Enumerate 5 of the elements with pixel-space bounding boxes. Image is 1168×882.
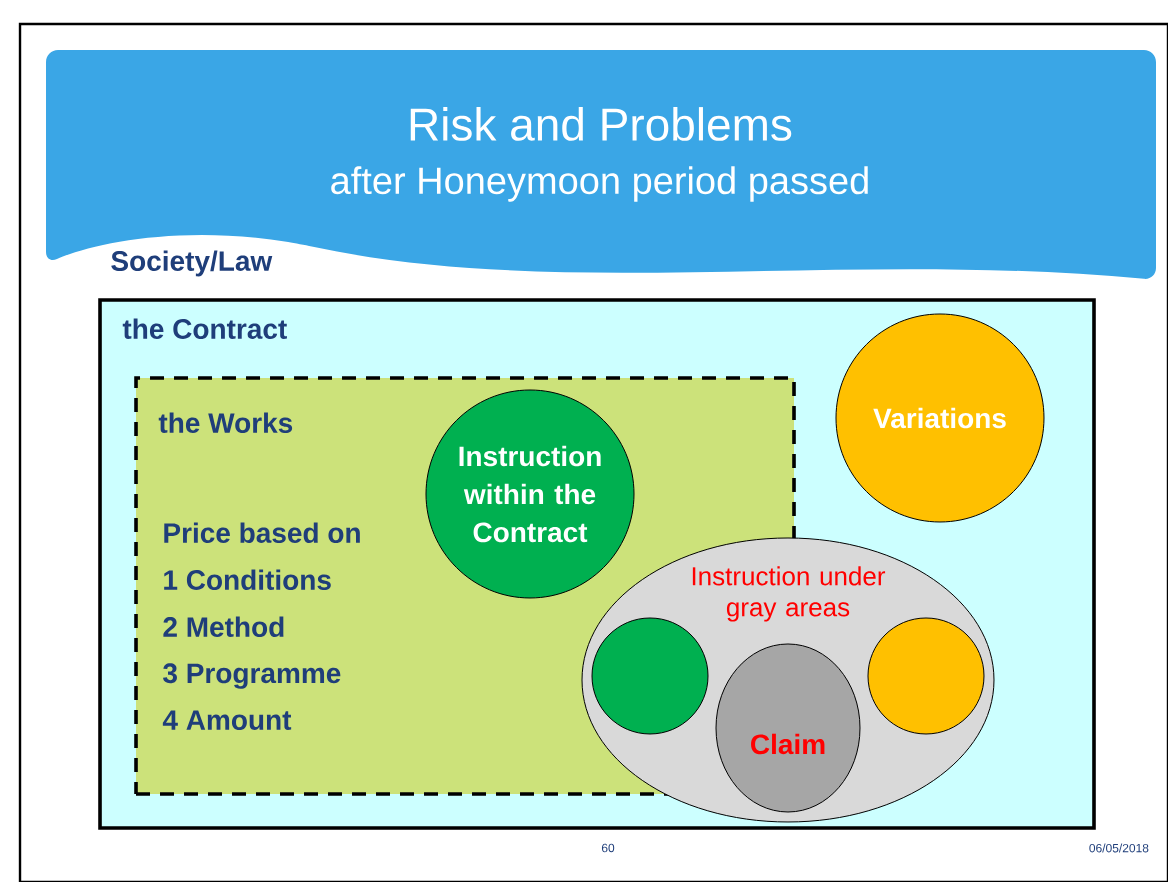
circle	[867, 617, 985, 735]
circle	[591, 617, 709, 735]
subtitle: after Honeymoon period passed	[331, 166, 868, 202]
title: Risk and Problems	[410, 107, 792, 141]
region-label: Society/Law	[111, 250, 273, 277]
